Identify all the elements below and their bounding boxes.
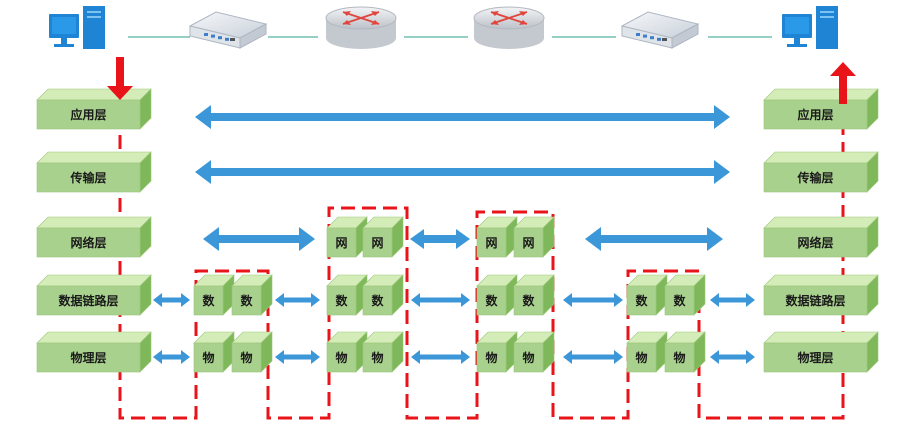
device-row <box>49 6 838 49</box>
peer-arrow-datalink <box>275 293 320 307</box>
host-b-layer: 网络层 <box>763 216 879 258</box>
block-label: 物 <box>335 350 347 365</box>
peer-arrow-physical <box>710 350 755 364</box>
block-label: 物 <box>240 350 252 365</box>
block-label: 网络层 <box>70 235 106 250</box>
peer-arrows <box>153 105 755 364</box>
host-a-layer: 传输层 <box>36 151 152 193</box>
host-a-layer: 应用层 <box>36 88 152 130</box>
block-label: 物 <box>202 350 214 365</box>
peer-arrow-physical <box>411 350 470 364</box>
switch1-physical: 物 <box>231 331 273 373</box>
switch1-datalink: 数 <box>193 274 235 316</box>
peer-arrow-application <box>195 105 730 129</box>
block-label: 物理层 <box>70 350 106 365</box>
block-label: 传输层 <box>796 170 833 185</box>
data-flow-path <box>118 85 845 420</box>
host-b-layer: 数据链路层 <box>763 274 879 316</box>
router1-network: 网 <box>326 216 368 258</box>
host-b-layer: 应用层 <box>763 88 879 130</box>
switch-icon <box>620 11 700 49</box>
block-label: 网 <box>485 236 497 250</box>
router2-network: 网 <box>476 216 518 258</box>
block-label: 物 <box>485 350 497 365</box>
block-label: 物 <box>673 350 685 365</box>
peer-arrow-datalink <box>563 293 623 307</box>
router2-datalink: 数 <box>476 274 518 316</box>
block-label: 数 <box>522 293 535 308</box>
router1-physical: 物 <box>362 331 404 373</box>
switch2-physical: 物 <box>664 331 706 373</box>
peer-arrow-datalink <box>411 293 470 307</box>
host-b-layer: 传输层 <box>763 151 879 193</box>
block-label: 数 <box>202 293 215 308</box>
switch2-datalink: 数 <box>664 274 706 316</box>
block-label: 数 <box>673 293 686 308</box>
block-label: 应用层 <box>70 107 106 122</box>
computer-icon <box>782 6 838 49</box>
router2-physical: 物 <box>476 331 518 373</box>
router-icon <box>325 6 397 49</box>
red-dashed-path <box>118 85 845 420</box>
block-label: 网 <box>371 236 383 250</box>
down-arrow-icon <box>107 57 133 100</box>
block-label: 物 <box>371 350 383 365</box>
switch2-physical: 物 <box>626 331 668 373</box>
block-label: 数 <box>635 293 648 308</box>
block-label: 网 <box>522 236 534 250</box>
block-label: 数据链路层 <box>58 293 118 308</box>
peer-arrow-physical <box>153 350 190 364</box>
block-label: 数 <box>240 293 253 308</box>
block-label: 网络层 <box>797 235 833 250</box>
router2-physical: 物 <box>513 331 555 373</box>
block-label: 物理层 <box>797 350 833 365</box>
block-label: 数 <box>335 293 348 308</box>
up-arrow-icon <box>830 62 856 104</box>
router2-network: 网 <box>513 216 555 258</box>
host-a-layer: 物理层 <box>36 331 152 373</box>
peer-arrow-physical <box>563 350 623 364</box>
peer-arrow-datalink <box>710 293 755 307</box>
switch1-datalink: 数 <box>231 274 273 316</box>
peer-arrow-network <box>410 229 470 249</box>
block-label: 网 <box>335 236 347 250</box>
router1-datalink: 数 <box>362 274 404 316</box>
direction-arrows <box>107 57 856 104</box>
block-label: 数 <box>485 293 498 308</box>
block-label: 数据链路层 <box>785 293 845 308</box>
block-label: 应用层 <box>797 107 833 122</box>
host-b-layer: 物理层 <box>763 331 879 373</box>
peer-arrow-datalink <box>153 293 190 307</box>
router1-physical: 物 <box>326 331 368 373</box>
host-a-layer: 网络层 <box>36 216 152 258</box>
peer-arrow-transport <box>195 160 730 184</box>
host-a-layer: 数据链路层 <box>36 274 152 316</box>
switch2-datalink: 数 <box>626 274 668 316</box>
peer-arrow-network <box>585 227 723 251</box>
peer-arrow-network <box>203 227 315 251</box>
block-label: 物 <box>522 350 534 365</box>
router-icon <box>473 6 545 49</box>
computer-icon <box>49 6 105 49</box>
block-label: 物 <box>635 350 647 365</box>
switch1-physical: 物 <box>193 331 235 373</box>
router1-datalink: 数 <box>326 274 368 316</box>
block-label: 数 <box>371 293 384 308</box>
peer-arrow-physical <box>275 350 320 364</box>
block-label: 传输层 <box>69 170 106 185</box>
router1-network: 网 <box>362 216 404 258</box>
router2-datalink: 数 <box>513 274 555 316</box>
switch-icon <box>188 11 268 49</box>
